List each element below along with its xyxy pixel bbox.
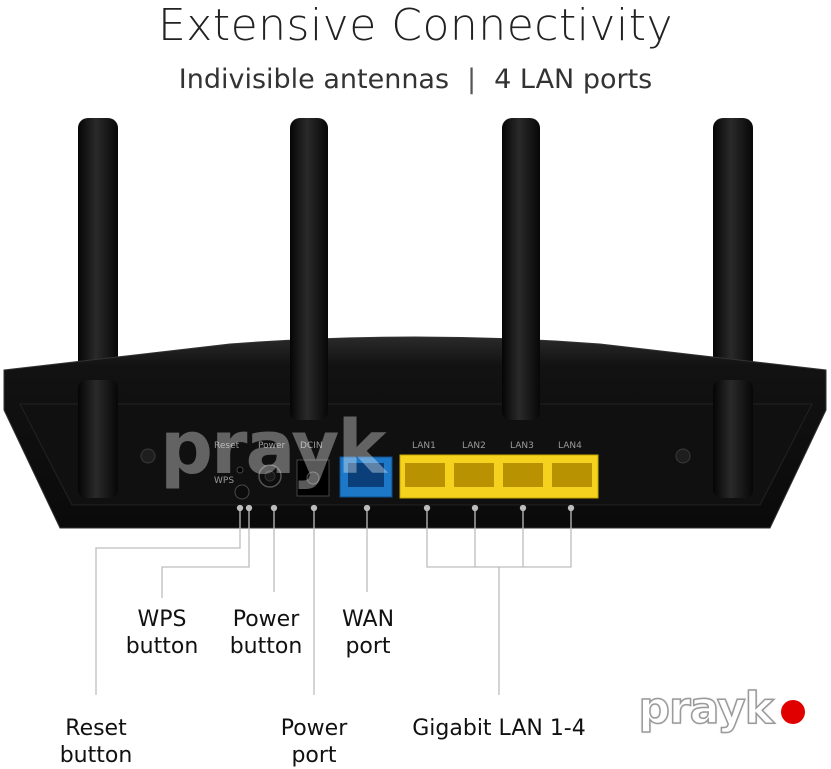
screw-left: [140, 448, 156, 464]
reset-hole: [236, 466, 244, 474]
watermark-logo: prayk: [638, 682, 775, 735]
callout-lines: [95, 504, 575, 695]
lan-port-4: [552, 463, 592, 487]
subtitle-separator: |: [467, 64, 477, 95]
label-lan3: LAN3: [510, 441, 534, 451]
label-wps: WPS: [214, 476, 235, 486]
watermark-dot-icon: [781, 700, 805, 724]
lan-port-3: [503, 463, 543, 487]
label-lan4: LAN4: [558, 441, 582, 451]
label-power: Power: [258, 441, 286, 451]
label-reset: Reset: [214, 441, 240, 451]
label-lan2: LAN2: [462, 441, 486, 451]
page-subtitle: Indivisible antennas | 4 LAN ports: [0, 64, 831, 95]
lan-port-2: [454, 463, 494, 487]
page-title: Extensive Connectivity: [157, 0, 673, 51]
wps-button: [234, 484, 250, 500]
callout-gigabit-lan: Gigabit LAN 1-4: [412, 716, 586, 741]
screw-right: [675, 448, 691, 464]
subtitle-antennas: Indivisible antennas: [178, 64, 450, 95]
watermark-center: prayk: [160, 405, 387, 491]
lan-port-1: [405, 463, 445, 487]
subtitle-lan-ports: 4 LAN ports: [494, 64, 653, 95]
label-lan1: LAN1: [412, 441, 436, 451]
label-dcin: DCIN: [300, 441, 323, 451]
